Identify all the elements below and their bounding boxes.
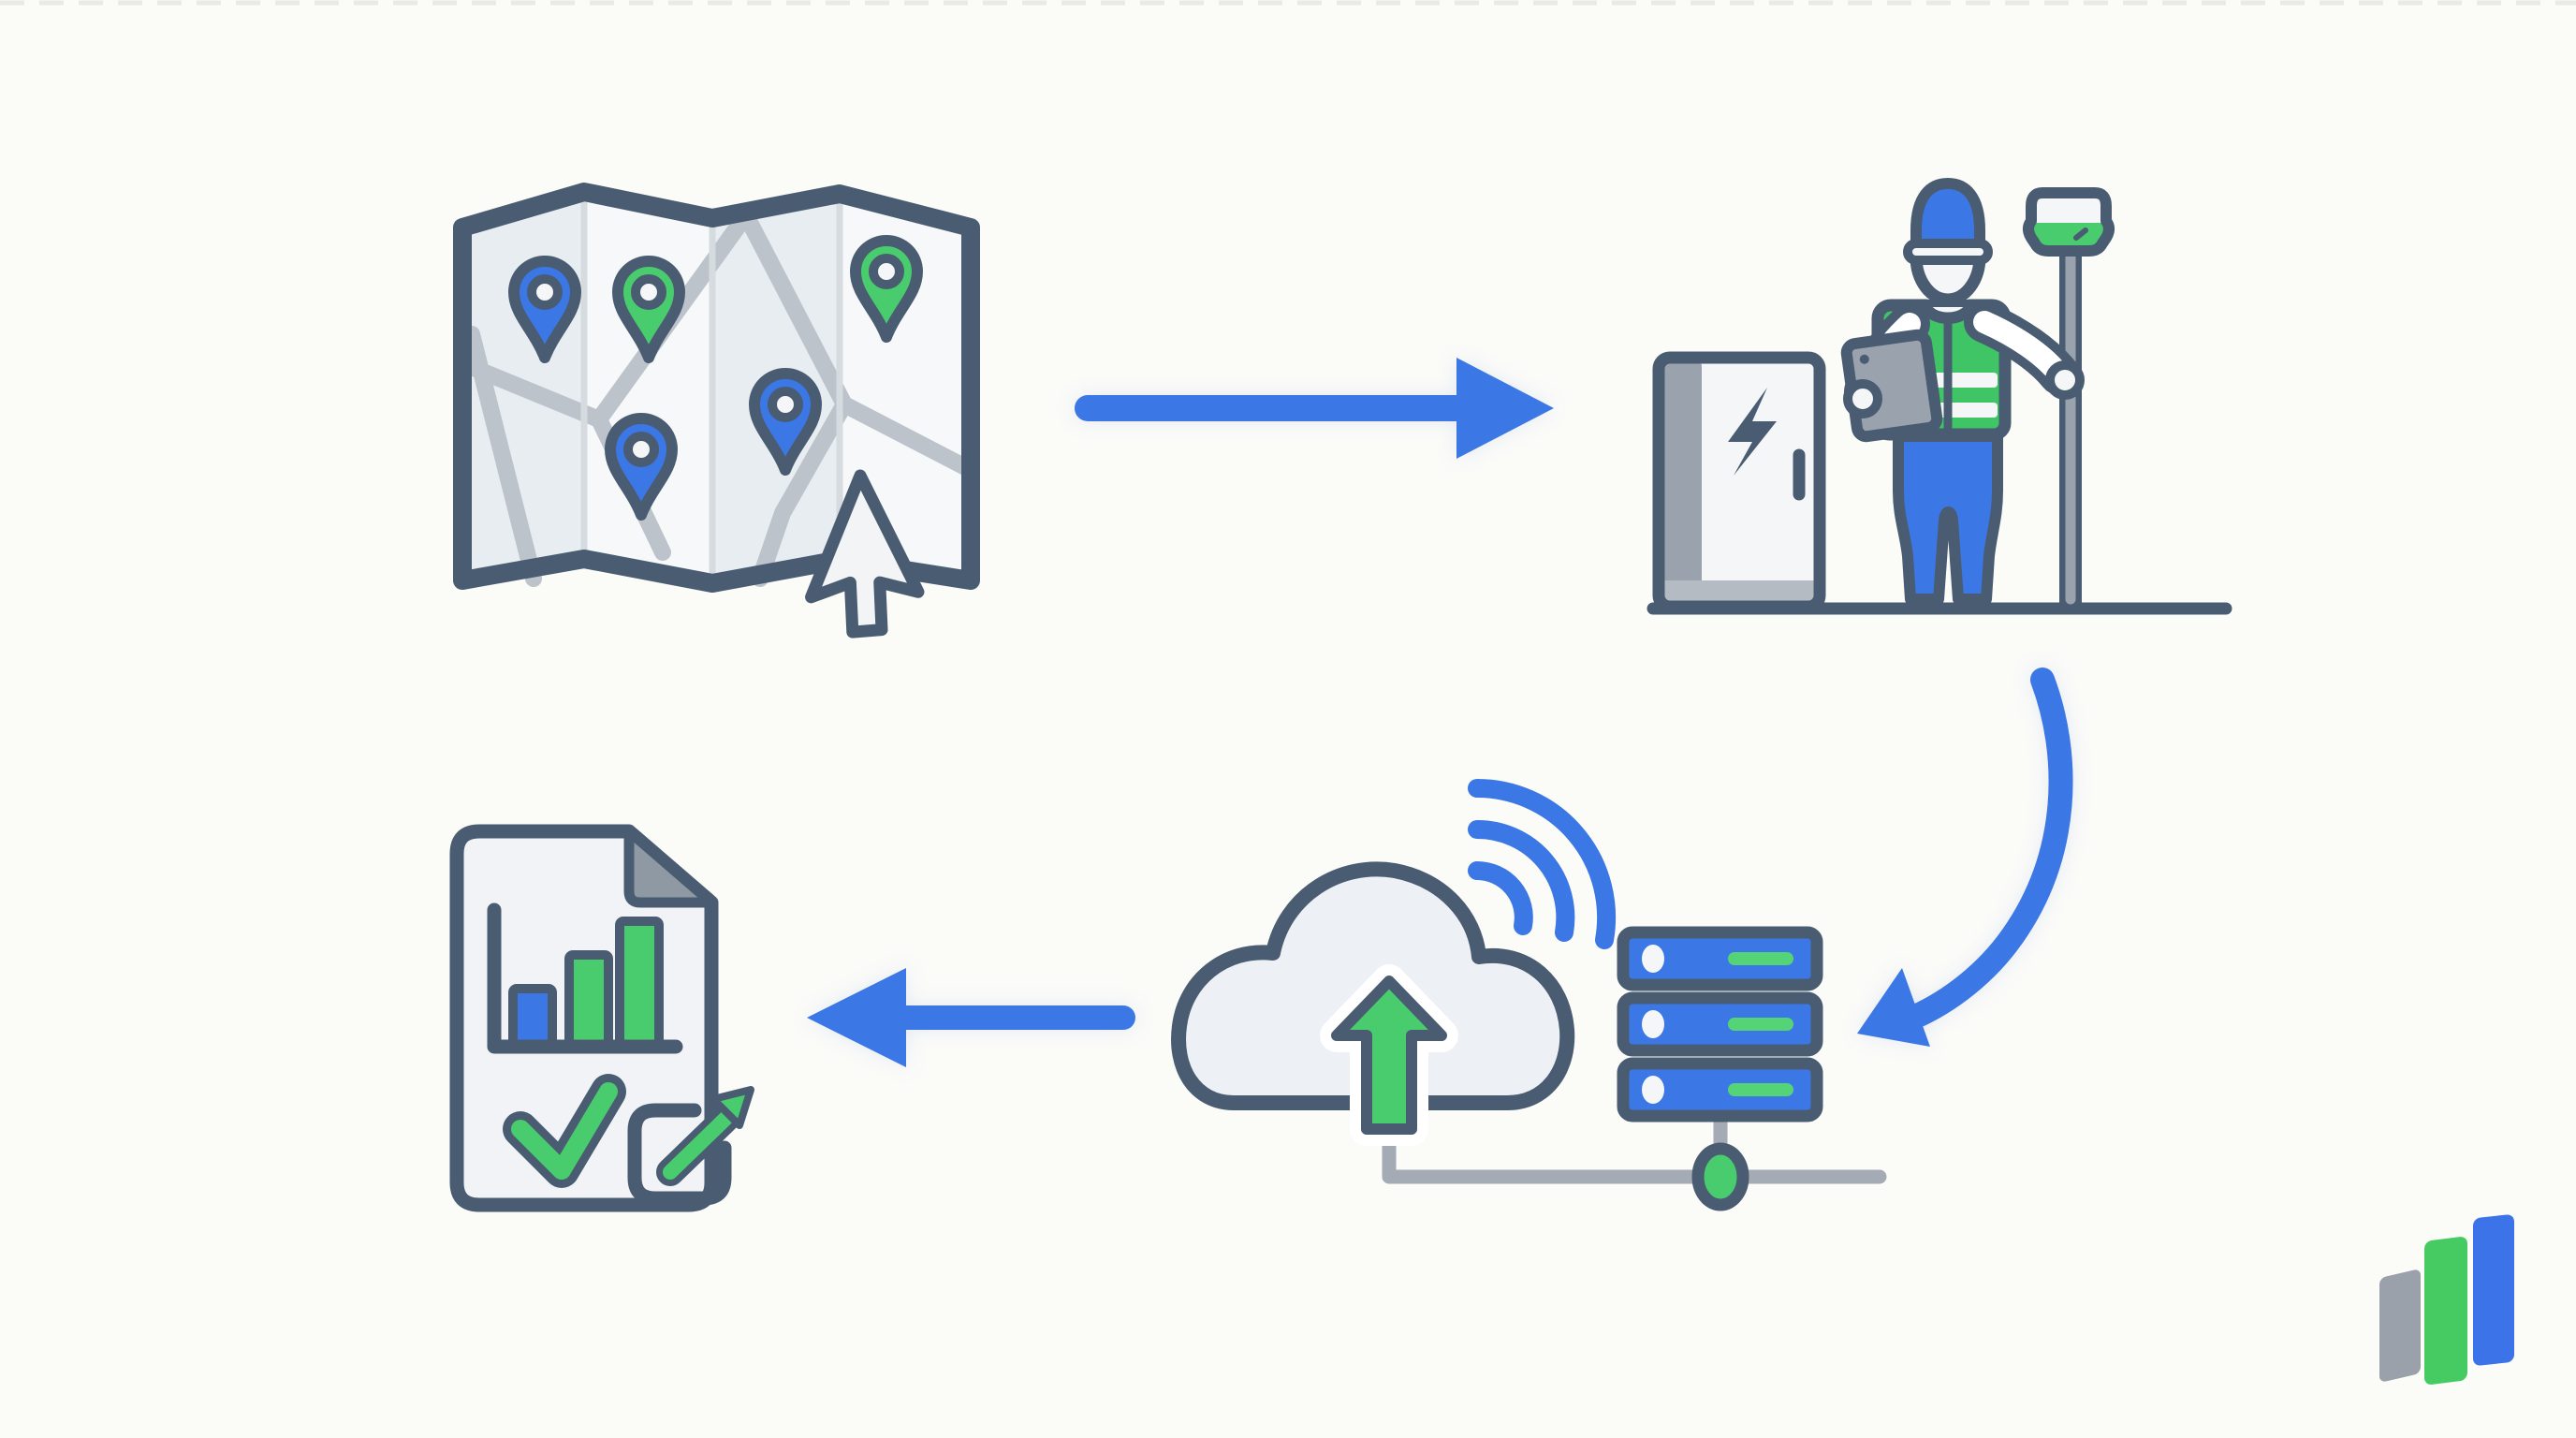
- server-chassis: [1617, 926, 1823, 991]
- receiver-green-band: [2028, 223, 2109, 251]
- server-stack: [1617, 926, 1823, 1123]
- right-hand: [2045, 360, 2085, 400]
- pin-hole: [768, 387, 803, 422]
- arrow-cursor-icon: [805, 469, 925, 638]
- wifi-arc: [1468, 779, 1617, 949]
- check-stroke: [511, 1082, 618, 1180]
- wifi-arc: [1468, 861, 1533, 935]
- server-led: [1642, 1076, 1664, 1104]
- map-pin-1: [508, 256, 581, 363]
- arrow-cloud-to-report: [807, 968, 1135, 1067]
- arrow-map-to-surveyor: [1075, 358, 1554, 459]
- road-line: [752, 396, 853, 587]
- chart-axis: [487, 902, 683, 1054]
- map-pin-3: [850, 235, 923, 343]
- share-shaft: [663, 1107, 738, 1180]
- arrow-head: [1456, 358, 1554, 459]
- gnss-pole: [2023, 187, 2115, 614]
- road-line: [463, 326, 542, 587]
- arrow-curve: [1903, 668, 2073, 1029]
- utility-cabinet: [1652, 351, 1826, 613]
- network-connector: [1382, 1108, 1887, 1184]
- server-chassis: [1617, 991, 1823, 1057]
- brand-logo: [2379, 1214, 2514, 1385]
- report-bar-chart: [487, 902, 683, 1054]
- arrow-survey-to-cloud: [1857, 668, 2073, 1047]
- wifi-arc: [1468, 819, 1575, 942]
- server-unit: [1617, 926, 1823, 991]
- map-pin-5: [605, 413, 678, 521]
- cloud-upload-icon: [1171, 779, 1887, 1211]
- chart-bar: [564, 950, 613, 1051]
- logo-bar-gray: [2379, 1269, 2421, 1382]
- server-bar: [1728, 952, 1793, 965]
- pin-hole: [631, 274, 666, 310]
- map-fold-lines: [580, 192, 843, 583]
- tablet-camera-dot: [1859, 354, 1869, 364]
- gnss-receiver: [2023, 187, 2115, 257]
- share-head: [710, 1086, 754, 1129]
- hard-hat: [1910, 178, 1985, 253]
- folded-corner: [623, 826, 717, 908]
- connector-line: [1382, 1122, 1887, 1184]
- left-hand: [1843, 379, 1882, 418]
- map-pin-2: [612, 256, 685, 363]
- arrow-head: [807, 968, 906, 1067]
- arrow-head: [1857, 968, 1930, 1047]
- check-mark-icon: [503, 1074, 626, 1188]
- shirt-collar: [1923, 300, 1973, 320]
- server-led: [1642, 1010, 1664, 1038]
- pin-hole: [527, 274, 563, 310]
- map-outline: [453, 183, 980, 593]
- network-node: [1691, 1142, 1749, 1211]
- server-bar: [1728, 1083, 1793, 1096]
- report-document-icon: [449, 824, 754, 1212]
- pants: [1893, 431, 2003, 605]
- server-chassis: [1617, 1057, 1823, 1123]
- receiver-outline: [2023, 187, 2115, 257]
- chart-bar: [508, 984, 557, 1051]
- cap-brim: [1903, 239, 1993, 265]
- server-unit: [1617, 1057, 1823, 1123]
- chart-bar: [615, 917, 664, 1051]
- upload-arrow: [1331, 976, 1447, 1135]
- server-led: [1642, 945, 1664, 973]
- wifi-signal-icon: [1468, 779, 1617, 949]
- logo-bar-green: [2424, 1237, 2467, 1385]
- pin-hole: [623, 432, 659, 467]
- surveyor-icon: [1647, 178, 2232, 615]
- server-bar: [1728, 1018, 1793, 1031]
- map-icon: [453, 183, 980, 638]
- worker-figure: [1840, 178, 2085, 605]
- logo-bar-blue: [2473, 1214, 2514, 1366]
- lightning-bolt-icon: [1728, 388, 1777, 476]
- share-box: [627, 1103, 732, 1206]
- upload-arrow-icon: [1320, 964, 1458, 1146]
- receiver-detail: [2073, 227, 2088, 241]
- server-unit: [1617, 991, 1823, 1057]
- map-pin-4: [749, 368, 822, 476]
- cabinet-side-panel: [1659, 358, 1702, 607]
- pin-hole: [869, 254, 904, 289]
- share-arrow-icon: [627, 1086, 754, 1206]
